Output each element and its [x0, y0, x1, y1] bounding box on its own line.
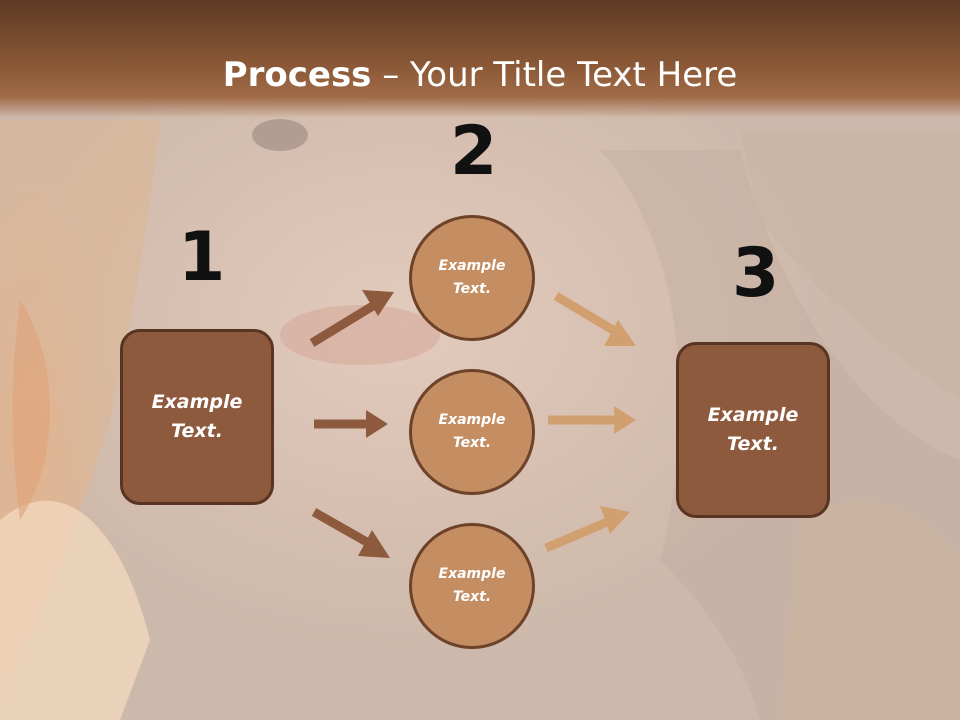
- circle-middle-label: Example Text.: [438, 412, 506, 451]
- left-box: Example Text.: [120, 329, 274, 505]
- arrow-from-middle: [548, 406, 636, 434]
- title-bar: [0, 0, 960, 118]
- circle-middle: Example Text.: [409, 369, 535, 495]
- arrow-from-top: [553, 292, 636, 346]
- step-number-1: 1: [178, 218, 226, 297]
- step-number-3: 3: [732, 234, 780, 313]
- arrow-to-middle: [314, 410, 388, 438]
- arrow-from-bottom: [544, 506, 630, 553]
- circle-bottom-label: Example Text.: [438, 566, 506, 605]
- step-number-2: 2: [450, 112, 498, 191]
- circle-top: Example Text.: [409, 215, 535, 341]
- arrow-to-bottom: [311, 508, 390, 558]
- circle-bottom: Example Text.: [409, 523, 535, 649]
- right-box-label: Example Text.: [707, 404, 799, 455]
- title-rest-part: – Your Title Text Here: [371, 55, 738, 95]
- right-box: Example Text.: [676, 342, 830, 518]
- left-box-label: Example Text.: [151, 391, 243, 442]
- slide-title: Process – Your Title Text Here: [0, 55, 960, 95]
- arrow-to-top: [309, 290, 394, 347]
- circle-top-label: Example Text.: [438, 258, 506, 297]
- title-bold-part: Process: [222, 55, 372, 95]
